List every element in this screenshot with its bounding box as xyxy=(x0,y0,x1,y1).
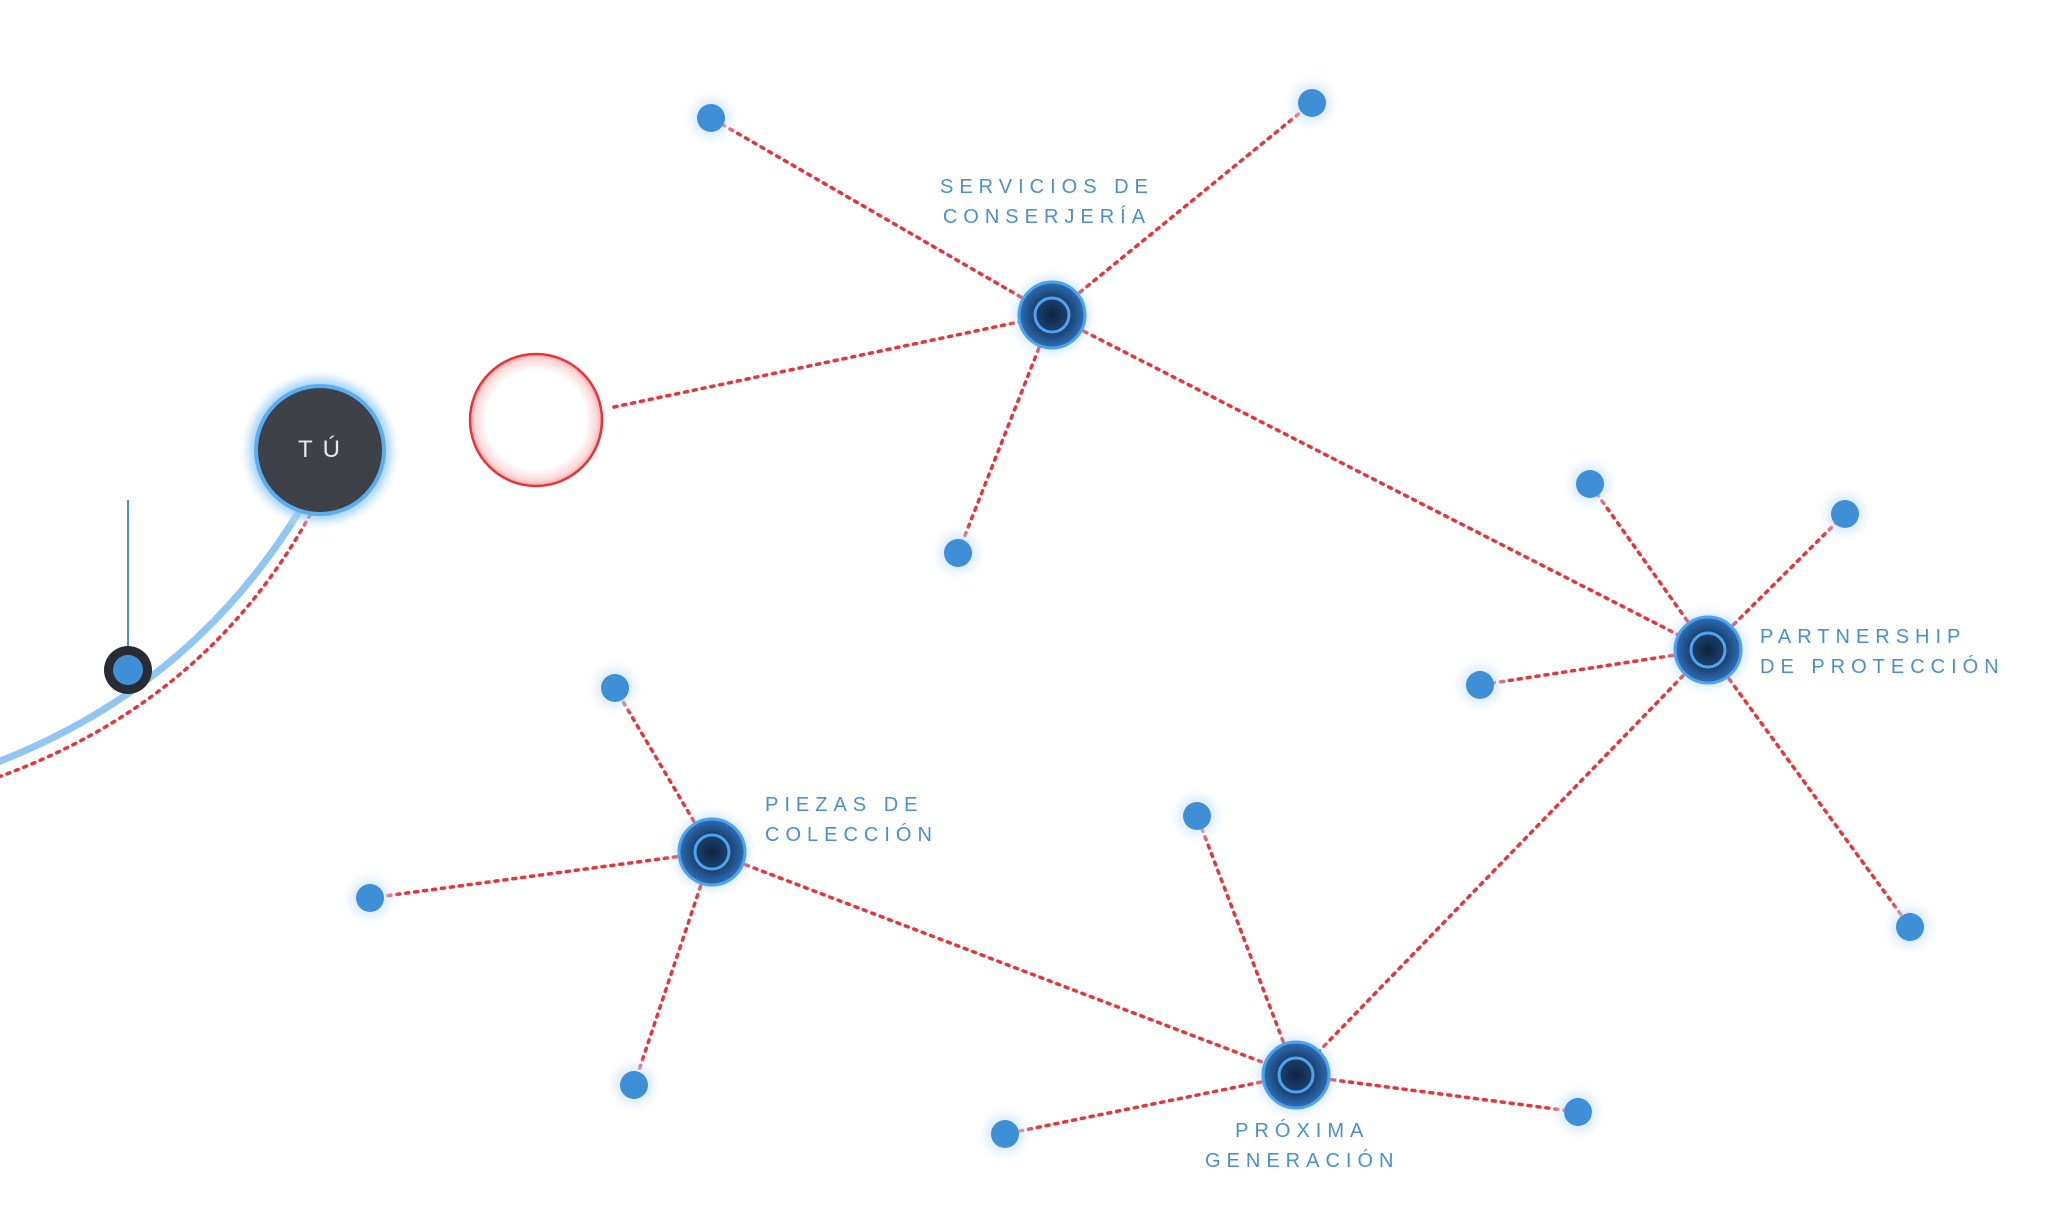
leaf-node[interactable] xyxy=(601,674,629,702)
leaf-node[interactable] xyxy=(620,1071,648,1099)
hub-node-proxima[interactable] xyxy=(1261,1040,1331,1110)
leaf-node[interactable] xyxy=(1183,802,1211,830)
link-servicios-leaf xyxy=(709,116,1054,317)
link-servicios-leaf xyxy=(1050,101,1314,317)
leaf-node[interactable] xyxy=(356,884,384,912)
hub-label-proxima: PRÓXIMA GENERACIÓN xyxy=(1205,1120,1400,1172)
arc-marker-dot xyxy=(113,655,143,685)
link-proxima-leaf xyxy=(1003,1073,1298,1136)
connection-arc xyxy=(0,508,303,765)
link-piezas-leaf xyxy=(368,850,714,900)
link-partnership-proxima xyxy=(1294,648,1710,1077)
hub-node-partnership[interactable] xyxy=(1673,615,1743,685)
hub-node-piezas[interactable] xyxy=(677,817,747,887)
leaf-node[interactable] xyxy=(1466,671,1494,699)
hub-label-partnership: PARTNERSHIP DE PROTECCIÓN xyxy=(1760,626,2005,678)
link-partnership-leaf xyxy=(1706,512,1847,652)
leaf-node[interactable] xyxy=(991,1120,1019,1148)
link-placeholder-servicios xyxy=(612,313,1054,409)
tu-label: TÚ xyxy=(298,436,350,463)
link-servicios-leaf xyxy=(956,313,1054,555)
hub-node-inner-ring-proxima xyxy=(1277,1056,1315,1094)
leaf-node[interactable] xyxy=(1576,470,1604,498)
hub-label-piezas: PIEZAS DE COLECCIÓN xyxy=(765,794,938,846)
leaf-node[interactable] xyxy=(1831,500,1859,528)
leaf-node[interactable] xyxy=(1564,1098,1592,1126)
hub-node-servicios[interactable] xyxy=(1017,280,1087,350)
tu-node[interactable] xyxy=(254,384,386,516)
leaf-node[interactable] xyxy=(944,539,972,567)
placeholder-node[interactable] xyxy=(468,352,604,488)
hub-node-inner-ring-partnership xyxy=(1689,631,1727,669)
nodes-layer xyxy=(340,73,1940,1164)
link-piezas-proxima xyxy=(710,850,1298,1077)
leaf-node[interactable] xyxy=(1298,89,1326,117)
link-servicios-partnership xyxy=(1050,313,1710,652)
link-partnership-leaf xyxy=(1706,648,1912,929)
leaf-node[interactable] xyxy=(697,104,725,132)
hub-node-inner-ring-servicios xyxy=(1033,296,1071,334)
links-layer xyxy=(368,101,1912,1136)
connection-arc-dotted xyxy=(0,513,312,779)
hub-label-servicios: SERVICIOS DE CONSERJERÍA xyxy=(940,176,1154,228)
hub-node-inner-ring-piezas xyxy=(693,833,731,871)
link-partnership-leaf xyxy=(1588,482,1710,652)
leaf-node[interactable] xyxy=(1896,913,1924,941)
